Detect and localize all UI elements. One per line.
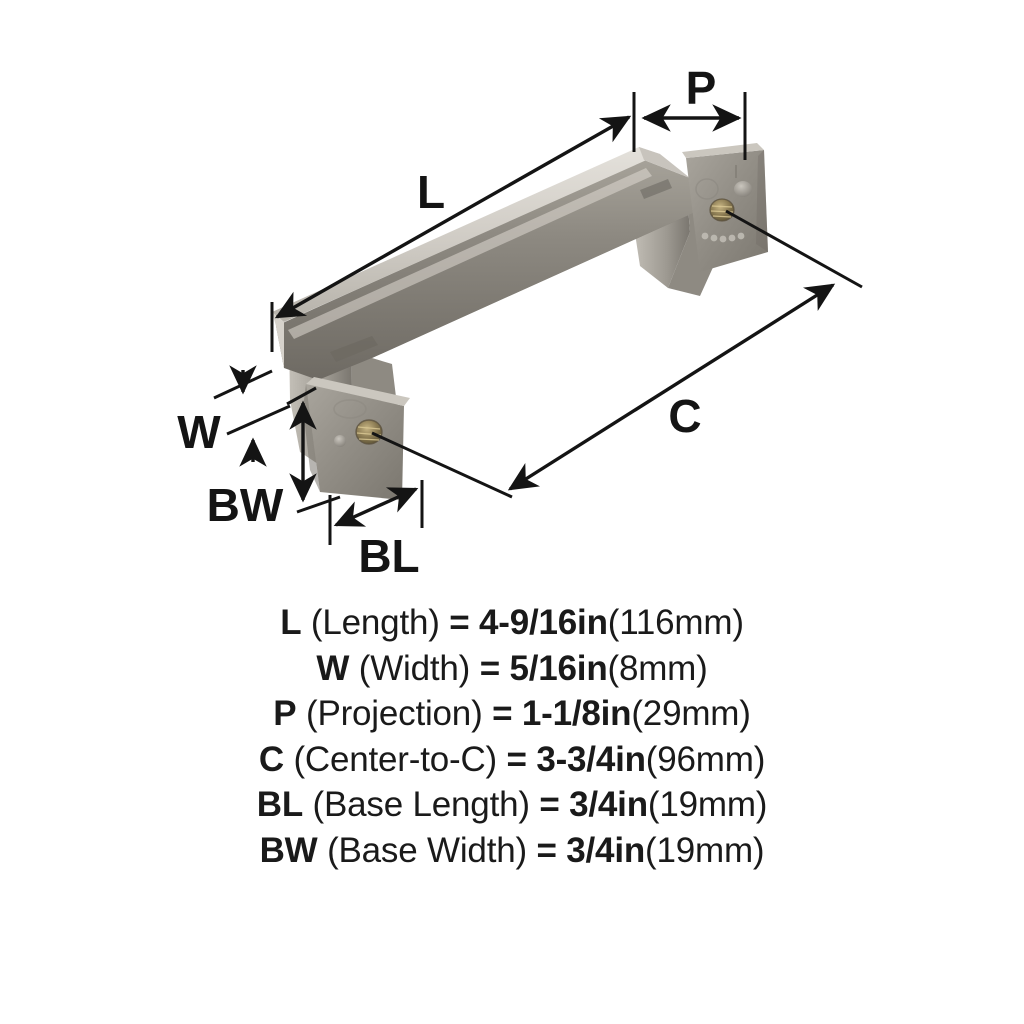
left-plate-ring (333, 399, 367, 419)
diagram-svg: L P C W BW BL (177, 62, 863, 582)
dimension-BL (328, 480, 424, 545)
left-plate-face (306, 384, 404, 500)
spec-symbol: W (316, 648, 350, 688)
bar-right-bevel-end (639, 147, 690, 178)
right-plate-ring (695, 178, 719, 200)
bar-left-cap (272, 312, 284, 368)
spec-row-BL: BL (Base Length) = 3/4in(19mm) (0, 782, 1024, 828)
pull-handle-illustration (272, 143, 768, 500)
spec-equals: = (492, 694, 513, 733)
dimension-W (213, 365, 291, 467)
BL-arrow (333, 487, 419, 527)
dim-label-W: W (177, 406, 221, 458)
spec-row-L: L (Length) = 4-9/16in(116mm) (0, 600, 1024, 646)
left-screw-hole (356, 420, 382, 444)
spec-value-mm: (29mm) (631, 694, 751, 733)
right-plate-dimple (734, 181, 752, 197)
right-screw-hole (710, 199, 734, 221)
dim-label-L: L (417, 166, 445, 218)
spec-row-P: P (Projection) = 1-1/8in(29mm) (0, 691, 1024, 737)
product-diagram: L P C W BW BL (177, 62, 863, 582)
spec-row-W: W (Width) = 5/16in(8mm) (0, 646, 1024, 692)
spec-symbol: C (258, 739, 284, 779)
spec-value-inches: 4-9/16in (479, 603, 608, 642)
bar-front-face (276, 160, 700, 380)
spec-value-inches: 3/4in (569, 785, 648, 824)
C-leader-left (371, 431, 513, 499)
spec-value-inches: 3-3/4in (536, 739, 646, 779)
spec-value-inches: 3/4in (566, 830, 646, 870)
right-screw-hole-rim (709, 198, 735, 222)
spec-value-mm: (116mm) (607, 603, 744, 642)
spec-equals: = (506, 739, 527, 779)
spec-value-inches: 1-1/8in (521, 694, 632, 733)
spec-symbol: BL (256, 785, 304, 824)
spec-symbol: BW (259, 830, 318, 870)
dimension-P (641, 92, 747, 160)
left-plate-top-edge (306, 377, 410, 406)
dimension-letters: L P C W BW BL (177, 62, 716, 582)
spec-equals: = (536, 830, 557, 870)
BW-extension-bottom (296, 495, 341, 514)
spec-name: (Center-to-C) (293, 739, 497, 779)
dimension-BW (286, 386, 341, 514)
spec-symbol: P (273, 694, 297, 733)
spec-value-inches: 5/16in (509, 648, 608, 688)
spec-equals: = (449, 603, 470, 642)
spec-symbol: L (280, 603, 302, 642)
spec-value-mm: (19mm) (645, 830, 765, 870)
dimension-L (270, 92, 636, 352)
spec-value-mm: (19mm) (647, 785, 768, 824)
bar-left-notch (330, 336, 378, 362)
spec-name: (Projection) (305, 694, 483, 733)
dim-label-BL: BL (358, 530, 419, 582)
spec-name: (Length) (310, 603, 440, 642)
left-screw-hole-rim (355, 419, 383, 445)
dim-label-P: P (686, 62, 717, 114)
left-base-plate (303, 377, 410, 500)
specification-list: L (Length) = 4-9/16in(116mm) W (Width) =… (0, 600, 1024, 970)
spec-row-BW: BW (Base Width) = 3/4in(19mm) (0, 828, 1024, 874)
dimension-annotations (213, 92, 863, 545)
dim-label-BW: BW (207, 479, 284, 531)
spec-row-C: C (Center-to-C) = 3-3/4in(96mm) (0, 737, 1024, 783)
bar-right-notch (640, 179, 672, 199)
spec-value-mm: (96mm) (645, 739, 766, 779)
C-arrow (507, 283, 836, 491)
right-plate-shadow (756, 150, 768, 252)
L-arrow (274, 115, 632, 319)
spec-name: (Base Width) (327, 830, 527, 870)
spec-name: (Width) (358, 648, 471, 688)
left-plate-dimple (334, 435, 346, 447)
dim-label-C: C (668, 390, 701, 442)
spec-name: (Base Length) (312, 785, 530, 824)
spec-equals: = (479, 648, 500, 688)
W-extension-lower (226, 404, 291, 436)
spec-equals: = (539, 785, 560, 824)
spec-value-mm: (8mm) (607, 648, 708, 688)
dimension-C (371, 209, 863, 499)
right-plate-marks (701, 232, 745, 243)
C-leader-right (725, 209, 863, 289)
